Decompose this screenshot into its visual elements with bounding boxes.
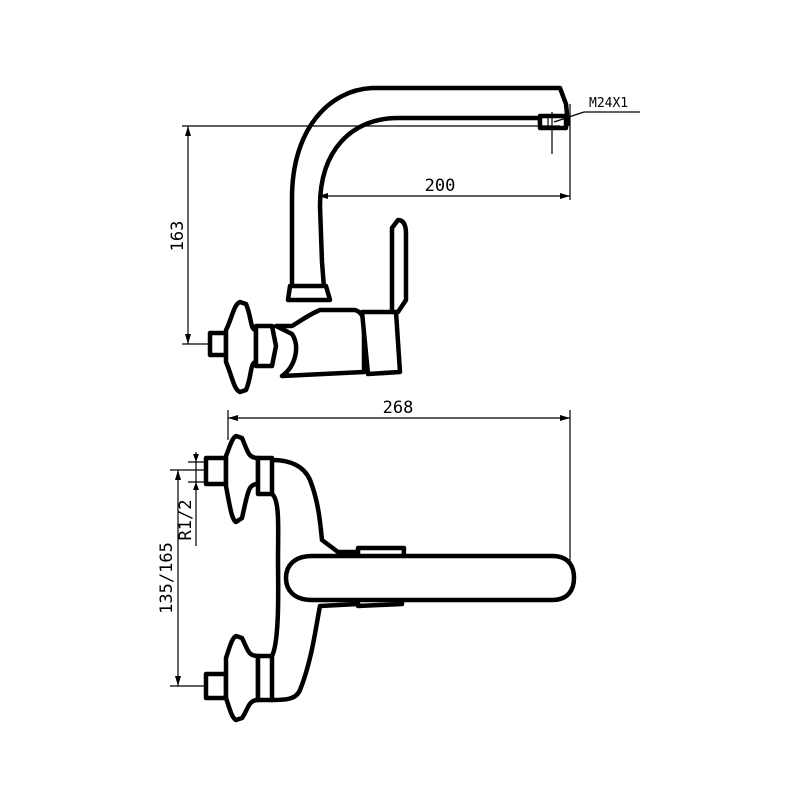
dim-r12-label: R1/2 xyxy=(176,500,196,541)
side-wall-flange xyxy=(223,299,259,395)
side-mixer-body xyxy=(273,307,367,379)
top-wall-flange xyxy=(223,433,261,525)
dim-268-label: 268 xyxy=(383,398,414,418)
dim-200-arrow-right xyxy=(560,193,570,199)
dim-200-label: 200 xyxy=(425,176,456,196)
thread-leader xyxy=(553,111,585,123)
dim-268-arrow-left xyxy=(228,415,238,421)
dim-centre-arrow-top xyxy=(175,470,181,480)
side-lever-handle xyxy=(389,217,409,315)
dim-163-label: 163 xyxy=(168,221,188,252)
dim-200-arrow-left xyxy=(318,193,328,199)
side-hex-nut xyxy=(253,323,279,369)
thread-spec-label: M24X1 xyxy=(589,96,628,111)
side-inlet-stub xyxy=(207,330,229,358)
dim-268-arrow-right xyxy=(560,415,570,421)
dim-centre-arrow-bottom xyxy=(175,676,181,686)
front-lever-spout xyxy=(283,553,577,603)
dim-r12-arrow-top xyxy=(193,454,199,462)
top-inlet-stub xyxy=(203,455,229,487)
bottom-wall-flange xyxy=(223,633,261,723)
side-view: 200 163 M24X1 xyxy=(168,85,640,395)
dim-r12-arrow-bottom xyxy=(193,482,199,490)
side-column-collar xyxy=(285,283,333,303)
side-aerator xyxy=(537,113,569,131)
front-view: 268 R1/2 135/165 xyxy=(157,398,577,723)
dim-centre-label: 135/165 xyxy=(157,542,177,614)
dim-163-arrow-top xyxy=(185,126,191,136)
dim-163-arrow-bottom xyxy=(185,334,191,344)
bottom-inlet-stub xyxy=(203,671,229,701)
side-cartridge-housing xyxy=(359,309,403,377)
